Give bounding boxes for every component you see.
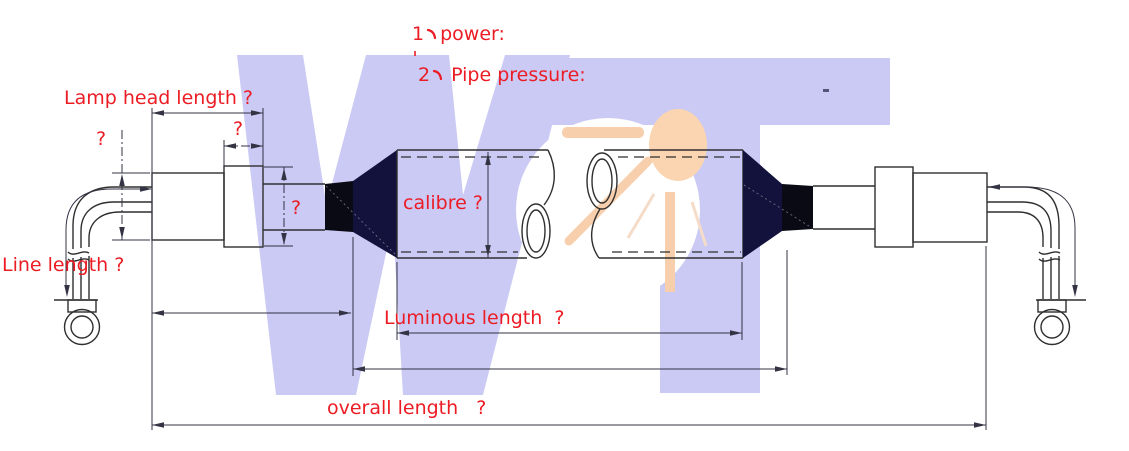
lamp-outline [54,149,1086,346]
sun-disc [649,109,707,181]
sun-ray-vertical [665,192,675,292]
dim-line-length-left [65,188,151,290]
left-cone-hidden-line [325,185,397,256]
label-luminous-length: Luminous length ? [384,307,565,329]
watermark-letter-w [237,55,570,395]
note-pipe-pressure: 2 Pipe pressure: [418,64,586,87]
cjk-comma-icon [425,24,438,40]
left-head-collar [223,165,264,248]
label-lamp-head-length: Lamp head length ? [64,87,253,109]
label-overall-length: overall length ? [327,397,487,419]
left-terminal-collar [67,299,97,313]
left-lamp-head [151,172,225,241]
note-pipe-pressure-text: Pipe pressure: [451,64,586,86]
question-mark-collar-width: ? [233,118,244,140]
right-terminal-collar [1037,299,1067,313]
tube-break-curve-right [590,208,601,259]
note-power-text: power: [440,23,505,45]
left-cone-seal [353,150,397,258]
left-lead-wire [54,186,152,346]
label-line-length: Line length ? [2,254,125,276]
tube-break-curve-left [543,149,555,206]
question-mark-head-diameter: ? [96,128,107,150]
left-pinch-seal [325,181,353,232]
left-ring-terminal [63,308,101,346]
question-mark-collar-diameter: ? [291,197,302,219]
right-lamp-head [912,172,988,243]
sun-ray-thin-left [626,193,656,239]
note-power: 1 power: [412,23,505,46]
sun-logo [562,109,708,292]
tube-left-segment [396,149,555,259]
sun-ray-horizontal [562,127,644,138]
label-calibre: calibre ? [403,192,483,214]
tube-break-ring-left [521,203,551,259]
note-power-number: 1 [412,23,425,45]
watermark-graphic [237,51,890,395]
wire-break-squiggle [67,251,90,255]
right-head-collar [874,166,914,248]
note-pipe-pressure-number: 2 [418,64,431,86]
artifact-dot [823,89,829,92]
cjk-comma-icon [431,65,444,81]
sun-ray-thin-right [690,201,708,247]
right-cone-seal [743,150,782,258]
right-lead-wire [987,186,1086,346]
sun-ray-diagonal [564,156,653,246]
right-pinch-seal [782,184,813,231]
dim-line-length-right [989,186,1076,290]
right-ring-terminal [1033,308,1071,346]
artifact-red-tick [414,51,416,56]
tube-break-ring-right [586,152,618,210]
wire-break-squiggle-right [1038,251,1061,255]
dimension-lines [65,108,1076,430]
dimension-arrowheads [64,110,1078,428]
right-cone-hidden-line [743,184,813,229]
